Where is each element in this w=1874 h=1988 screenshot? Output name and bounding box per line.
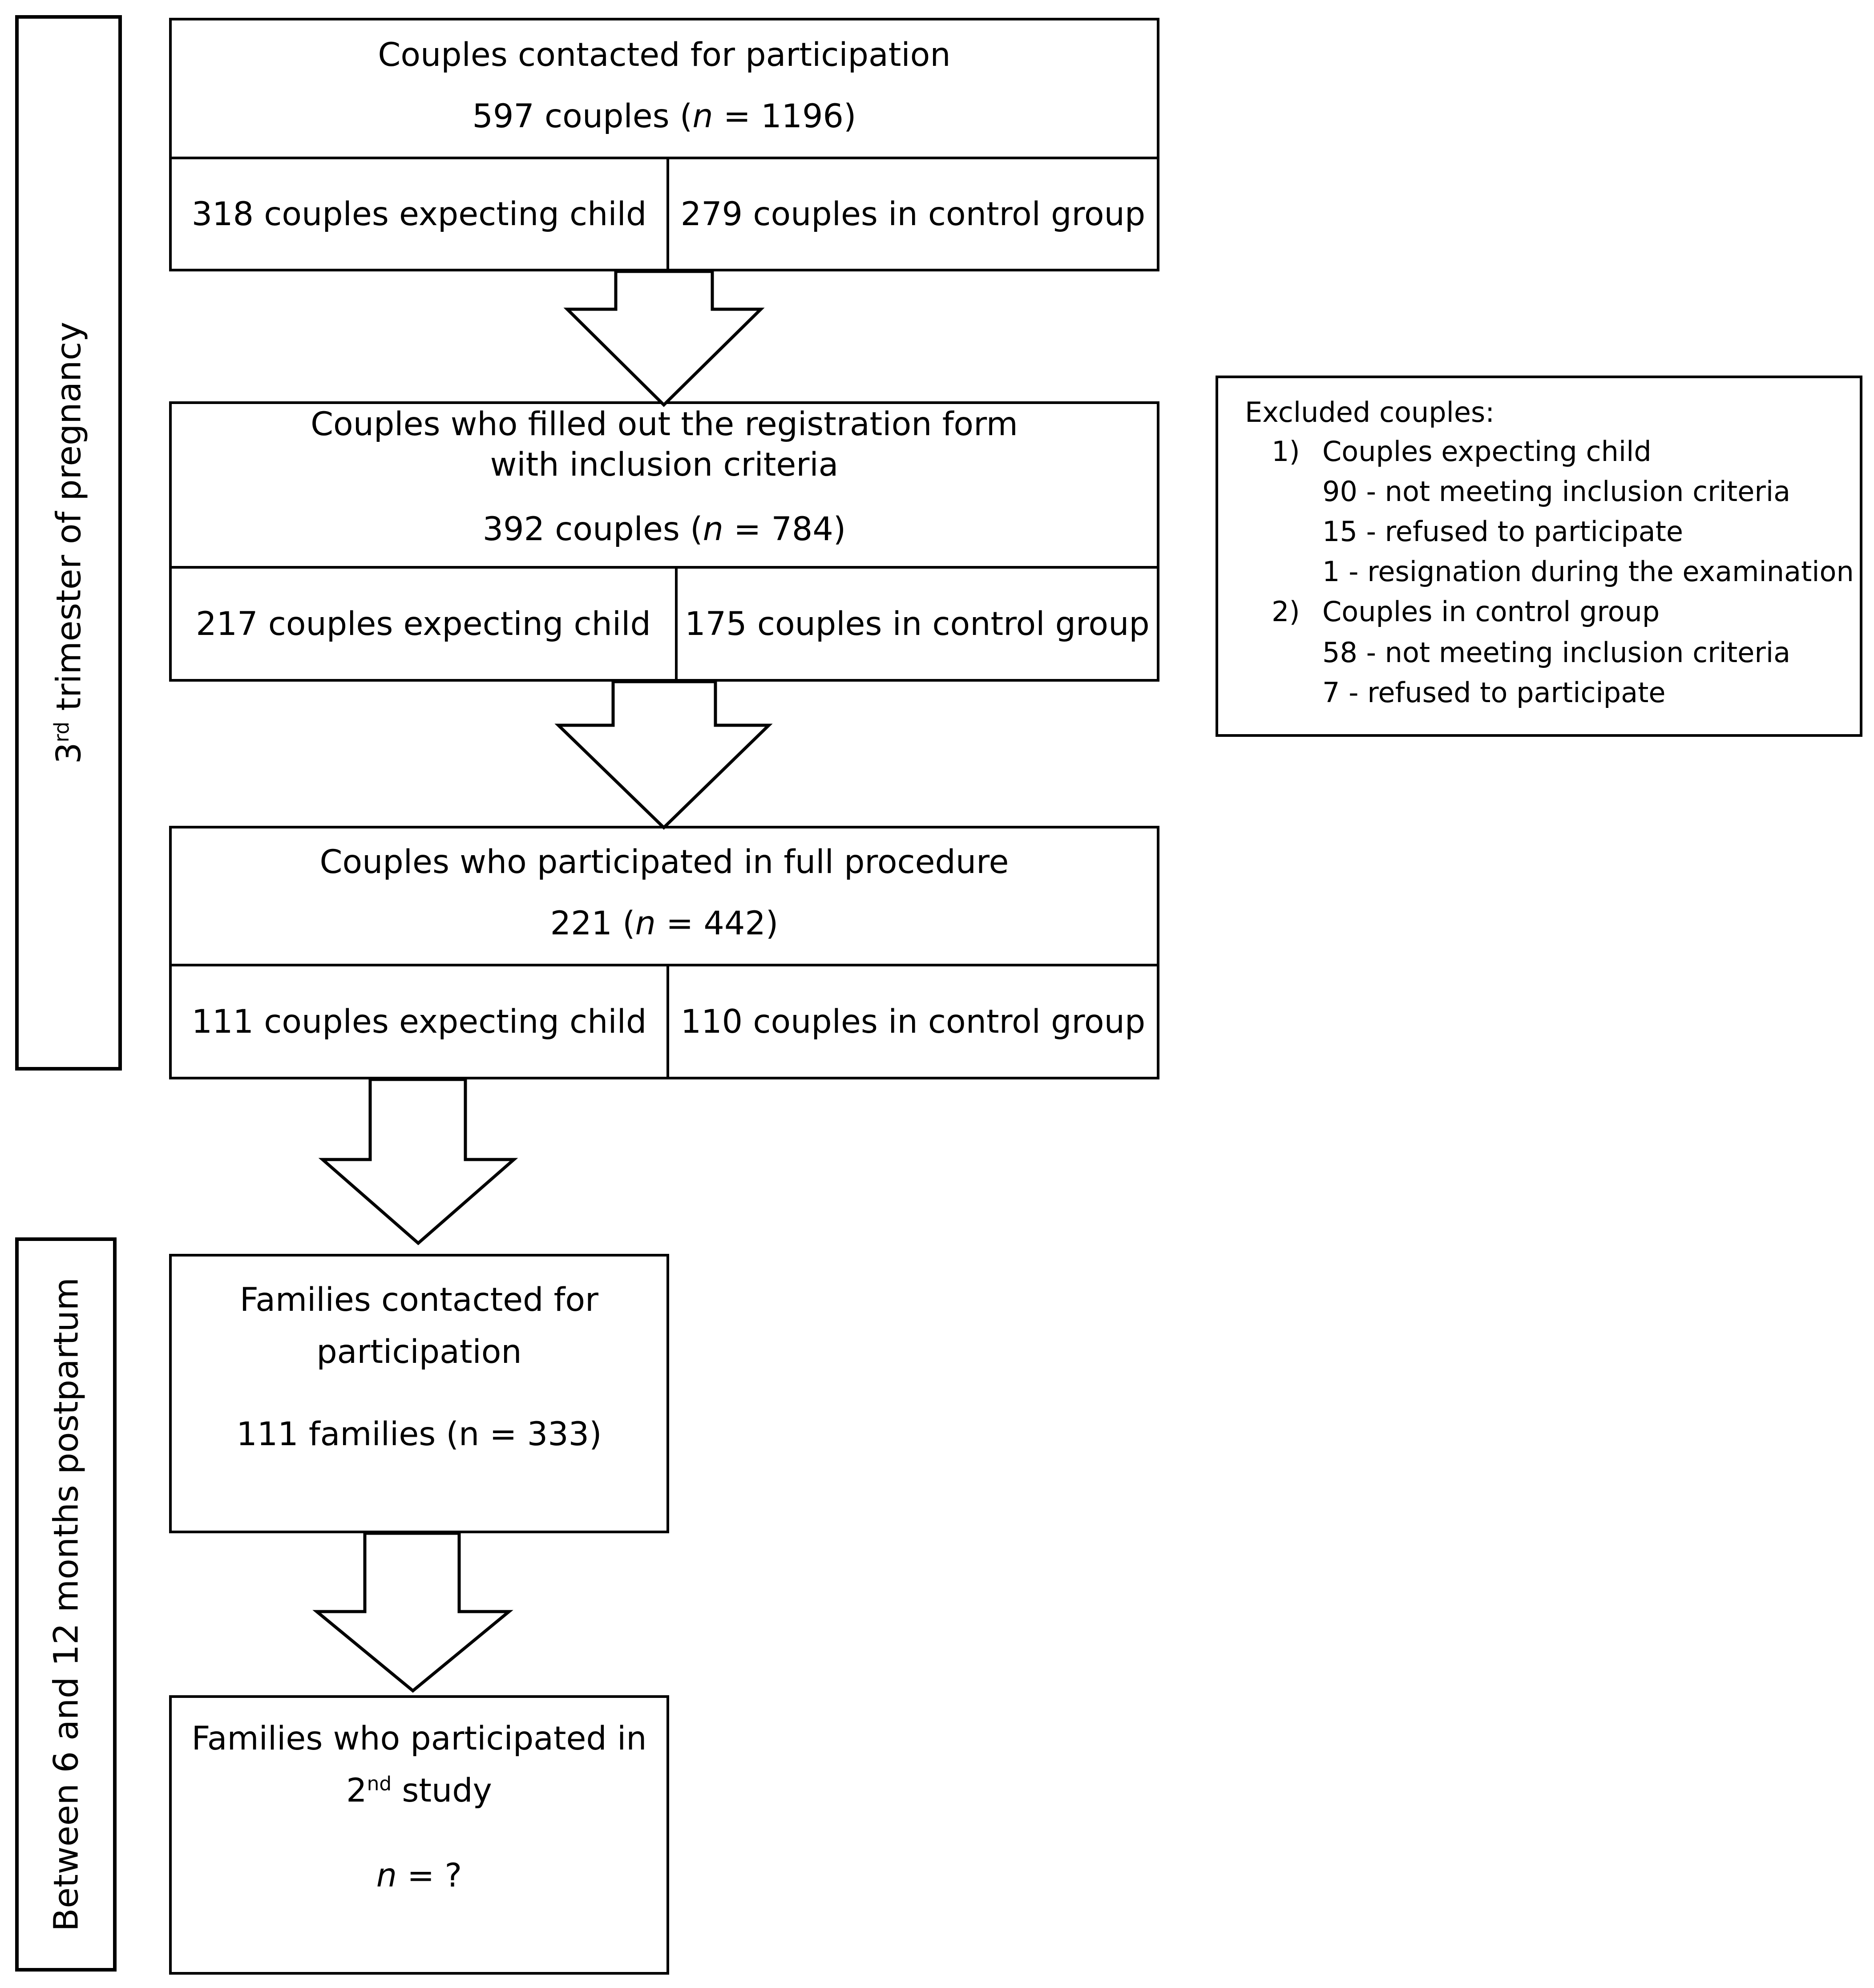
participated-expecting: 111 couples expecting child (191, 1002, 647, 1041)
participated-title: Couples who participated in full procedu… (319, 843, 1009, 881)
divider (675, 569, 678, 679)
contacted-box: Couples contacted for participation 597 … (169, 18, 1159, 271)
excluded-group-num: 2) (1272, 595, 1300, 628)
contacted-control: 279 couples in control group (680, 195, 1146, 233)
participated-count: 221 (n = 442) (550, 905, 779, 942)
participated-box: Couples who participated in full procedu… (169, 826, 1159, 1079)
excluded-item: 58 - not meeting inclusion criteria (1322, 636, 1791, 669)
families-participated-count: n = ? (376, 1857, 462, 1895)
families-participated-title: Families who participated in 2nd study (191, 1720, 647, 1810)
down-arrow (312, 1531, 513, 1693)
excluded-heading: Excluded couples: (1245, 396, 1495, 428)
down-arrow (563, 270, 765, 407)
divider (666, 966, 669, 1077)
families-contacted-title: Families contacted for participation (239, 1281, 599, 1371)
divider (666, 159, 669, 269)
contacted-expecting: 318 couples expecting child (191, 195, 647, 233)
down-arrow (318, 1078, 518, 1245)
phase-box-pregnancy: 3rd trimester of pregnancy (15, 15, 122, 1071)
excluded-item: 15 - refused to participate (1322, 515, 1684, 548)
families-contacted-count: 111 families (n = 333) (236, 1415, 602, 1453)
families-participated-box: Families who participated in 2nd study n… (169, 1695, 669, 1975)
registered-title: Couples who filled out the registration … (311, 405, 1018, 484)
excluded-box: Excluded couples: 1) Couples expecting c… (1216, 376, 1862, 737)
contacted-count: 597 couples (n = 1196) (472, 97, 856, 135)
contacted-title: Couples contacted for participation (378, 36, 951, 74)
divider (172, 157, 1157, 159)
excluded-item: 1 - resignation during the examination (1322, 555, 1854, 588)
down-arrow (554, 680, 773, 830)
excluded-item: 7 - refused to participate (1322, 676, 1666, 709)
registered-expecting: 217 couples expecting child (196, 605, 651, 643)
divider (172, 566, 1157, 569)
excluded-group-num: 1) (1272, 435, 1300, 468)
phase-box-postpartum: Between 6 and 12 months postpartum (15, 1237, 117, 1972)
families-contacted-box: Families contacted for participation 111… (169, 1254, 669, 1533)
excluded-item: 90 - not meeting inclusion criteria (1322, 475, 1791, 508)
participated-control: 110 couples in control group (680, 1002, 1146, 1041)
registered-control: 175 couples in control group (685, 605, 1150, 643)
registered-count: 392 couples (n = 784) (482, 510, 846, 548)
excluded-group-label: Couples expecting child (1322, 435, 1652, 468)
registered-box: Couples who filled out the registration … (169, 401, 1159, 682)
excluded-group-label: Couples in control group (1322, 595, 1660, 628)
divider (172, 964, 1157, 966)
